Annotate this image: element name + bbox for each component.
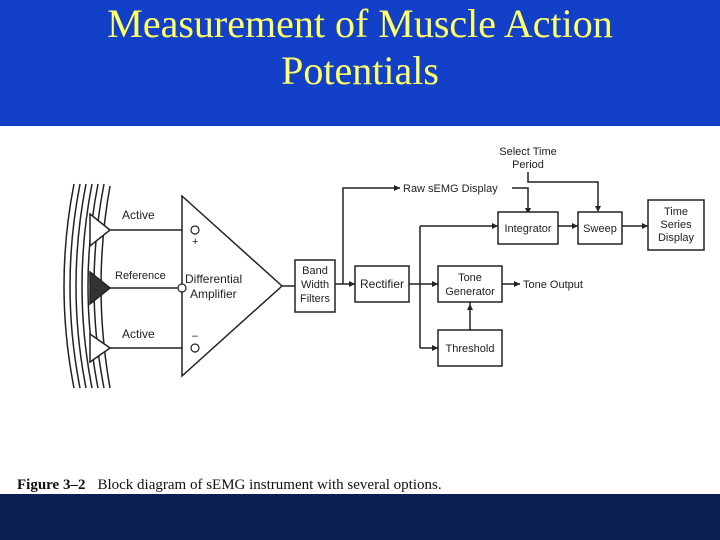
muscle-fiber [63,183,75,389]
raw-display-label: Raw sEMG Display [403,183,498,195]
tone-generator-label-2: Generator [445,286,495,298]
electrode-reference [89,270,112,306]
muscle-fiber [75,183,87,389]
wire-select-time-sweep [527,172,599,210]
muscle-fiber [87,183,99,389]
minus-sign: – [192,330,199,342]
filters-label-1: Band [302,265,328,277]
figure-caption: Figure 3–2 Block diagram of sEMG instrum… [17,476,442,493]
input-terminal-plus [190,225,200,235]
input-terminal-ref [177,283,187,293]
muscle-fiber [81,183,93,389]
caption-label: Figure 3–2 [17,477,85,493]
arrow-threshold-to-tone [467,304,473,310]
wire-to-raw-display [342,187,400,284]
slide-title-line1: Measurement of Muscle Action [107,1,613,46]
display-label-3: Display [658,232,695,244]
integrator-box [497,211,559,245]
electrode-active-top [89,212,112,248]
arrow-to-tone [432,281,438,287]
muscle-fiber [69,183,81,389]
slide-title: Measurement of Muscle Action Potentials [0,0,720,94]
label-active-top: Active [122,208,155,222]
amplifier-label-2: Amplifier [190,287,237,301]
integrator-label: Integrator [504,223,551,235]
sweep-box [577,211,623,245]
slide-title-line2: Potentials [281,48,439,93]
time-series-display-box [647,199,705,251]
arrow-to-sweep [572,223,578,229]
plus-sign: + [192,236,198,248]
title-band [0,0,720,126]
filters-label-2: Width [301,279,329,291]
arrow-tone-output [514,281,520,287]
threshold-label: Threshold [446,343,495,355]
amplifier-label-1: Differential [185,272,242,286]
tone-generator-label-1: Tone [458,272,482,284]
filters-label-3: Filters [300,293,330,305]
wire-raw-integrator [512,187,529,212]
display-label-1: Time [664,206,688,218]
caption-text: Block diagram of sEMG instrument with se… [97,477,441,493]
rectifier-box [354,265,410,303]
arrow-to-integrator-top [525,208,531,214]
select-time-label-2: Period [512,159,544,171]
label-active-bottom: Active [122,327,155,341]
footer-band [0,494,720,540]
arrow-to-sweep-top [595,206,601,212]
label-reference: Reference [115,270,166,282]
arrow-to-integrator [492,223,498,229]
arrow-to-threshold [432,345,438,351]
display-label-2: Series [660,219,692,231]
electrode-active-bottom [89,332,112,364]
bandwidth-filters-box [294,259,336,313]
tone-output-label: Tone Output [523,279,583,291]
threshold-box [437,329,503,367]
select-time-label-1: Select Time [499,146,556,158]
arrow-to-rectifier [349,281,355,287]
sweep-label: Sweep [583,223,617,235]
input-terminal-minus [190,343,200,353]
rectifier-label: Rectifier [360,277,404,291]
block-diagram: Active Reference Active + – Differential… [17,146,705,493]
arrow-to-raw-display [394,185,400,191]
arrow-to-display [642,223,648,229]
